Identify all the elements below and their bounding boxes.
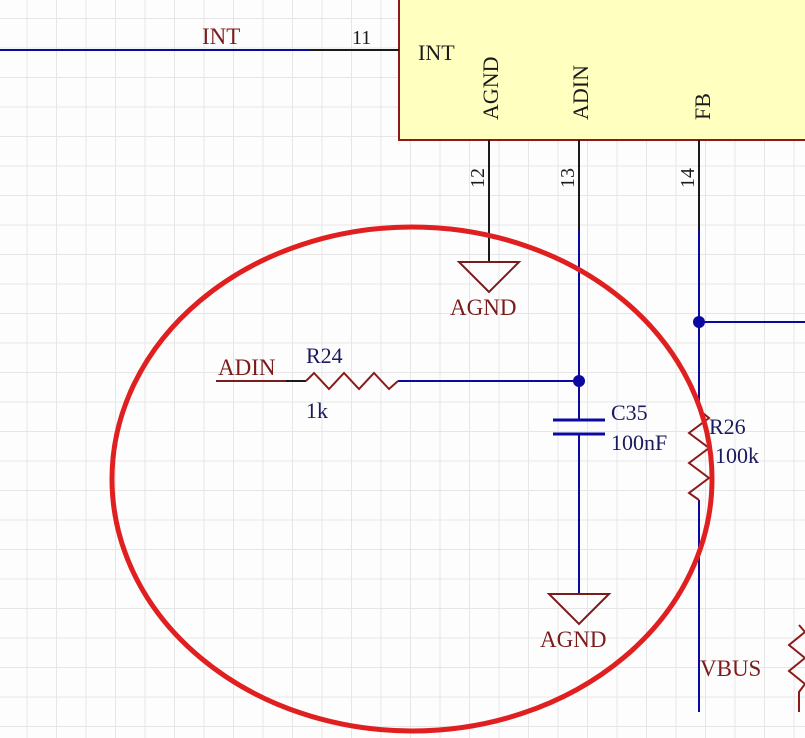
agnd-symbol-bottom[interactable] (546, 593, 612, 626)
r26-value: 100k (715, 443, 759, 468)
pin-name-int: INT (418, 40, 455, 65)
pin-name-fb: FB (690, 93, 715, 120)
r24-value: 1k (306, 398, 328, 423)
junction-adin (573, 375, 585, 387)
pin-number-13: 13 (557, 168, 579, 188)
c35-designator: C35 (611, 400, 648, 425)
net-label-adin: ADIN (218, 355, 276, 380)
pin-number-11: 11 (352, 27, 371, 49)
net-label-int: INT (202, 24, 240, 49)
r26-designator: R26 (709, 414, 746, 439)
junction-fb (693, 316, 705, 328)
pin-number-14: 14 (677, 168, 699, 188)
net-label-vbus: VBUS (700, 656, 761, 681)
ic-body[interactable] (398, 0, 805, 141)
agnd-symbol-top[interactable] (456, 261, 522, 294)
pin-name-agnd: AGND (478, 56, 503, 120)
r24-designator: R24 (306, 343, 343, 368)
agnd-label-top: AGND (450, 295, 516, 320)
resistor-r24[interactable] (305, 371, 399, 391)
highlight-circle (109, 224, 715, 734)
resistor-partial-right[interactable] (787, 624, 805, 712)
pin-name-adin: ADIN (568, 65, 593, 120)
agnd-label-bottom: AGND (540, 627, 606, 652)
pin-number-12: 12 (467, 168, 489, 188)
c35-value: 100nF (611, 430, 667, 455)
